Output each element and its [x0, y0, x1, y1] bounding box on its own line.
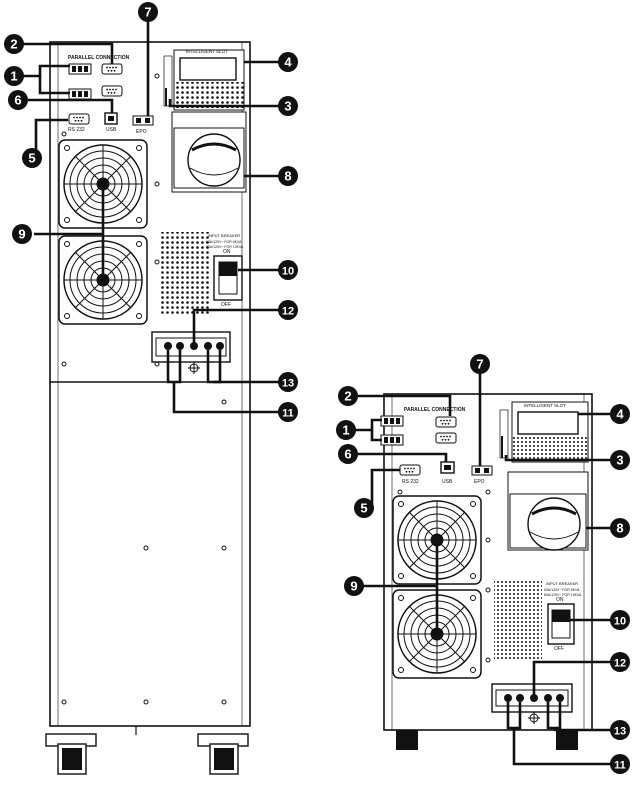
callout-6-small: 6 — [344, 447, 351, 462]
label-breaker-l2-small: 80A/120V~ FOR 10KVA — [544, 593, 582, 597]
label-breaker-large: INPUT BREAKER — [208, 233, 240, 238]
callout-10-small: 10 — [614, 616, 626, 628]
callout-4-large: 4 — [284, 55, 292, 70]
wheel-right — [197, 733, 249, 775]
label-off-small: OFF — [554, 646, 564, 652]
callout-9-large: 9 — [18, 227, 25, 242]
callout-3-small: 3 — [616, 453, 623, 468]
callout-1-small: 1 — [342, 423, 349, 438]
label-rs232-large: RS 232 — [68, 127, 85, 133]
label-usb-large: USB — [106, 127, 117, 133]
callout-12-small: 12 — [614, 658, 626, 670]
callout-2-large: 2 — [10, 37, 17, 52]
tower-small: PARALLEL CONNECTION INTELLIGENT SLOT RS … — [335, 353, 631, 775]
callout-1-large: 1 — [10, 69, 17, 84]
label-epo-large: EPO — [136, 129, 147, 135]
leaders-small — [354, 366, 618, 766]
callout-9-small: 9 — [350, 579, 357, 594]
callout-13-large: 13 — [282, 378, 294, 390]
label-slot-small: INTELLIGENT SLOT — [524, 403, 566, 408]
label-off-large: OFF — [221, 302, 231, 308]
label-parallel-small: PARALLEL CONNECTION — [404, 407, 466, 413]
callout-5-small: 5 — [360, 501, 367, 516]
wheel-left — [45, 733, 97, 775]
callout-4-small: 4 — [616, 407, 624, 422]
callout-7-small: 7 — [476, 357, 483, 372]
callout-10-large: 10 — [282, 266, 294, 278]
callout-11-large: 11 — [282, 408, 294, 420]
label-on-small: ON — [556, 597, 564, 603]
callout-12-large: 12 — [282, 306, 294, 318]
label-breaker-l1-small: 63A/120V~ FOR 6KVA — [544, 588, 580, 592]
label-rs232-small: RS 232 — [402, 479, 419, 485]
label-parallel-large: PARALLEL CONNECTION — [68, 55, 130, 61]
callout-11-small: 11 — [614, 760, 626, 772]
callouts-large: 1 2 3 4 5 6 7 8 9 10 11 12 13 — [3, 1, 299, 423]
callout-13-small: 13 — [614, 726, 626, 738]
callout-7-large: 7 — [144, 5, 151, 20]
callout-3-large: 3 — [284, 99, 291, 114]
label-usb-small: USB — [442, 479, 453, 485]
label-breaker-l1-large: 63A/120V~ FOR 6KVA — [206, 240, 242, 244]
callout-6-large: 6 — [14, 93, 21, 108]
callout-2-small: 2 — [344, 389, 351, 404]
label-breaker-small: INPUT BREAKER — [546, 581, 578, 586]
callout-5-large: 5 — [28, 151, 35, 166]
callouts-small: 1 2 3 4 5 6 7 8 9 10 11 12 13 — [335, 353, 631, 775]
callout-8-large: 8 — [284, 169, 291, 184]
callout-8-small: 8 — [616, 521, 623, 536]
tower-large: PARALLEL CONNECTION INTELLIGENT SLOT RS … — [3, 1, 299, 775]
leaders-large — [22, 14, 288, 414]
label-slot-large: INTELLIGENT SLOT — [186, 49, 228, 54]
label-on-large: ON — [223, 249, 231, 255]
label-epo-small: EPO — [474, 479, 485, 485]
label-breaker-l2-large: 80A/120V~ FOR 10KVA — [206, 245, 244, 249]
